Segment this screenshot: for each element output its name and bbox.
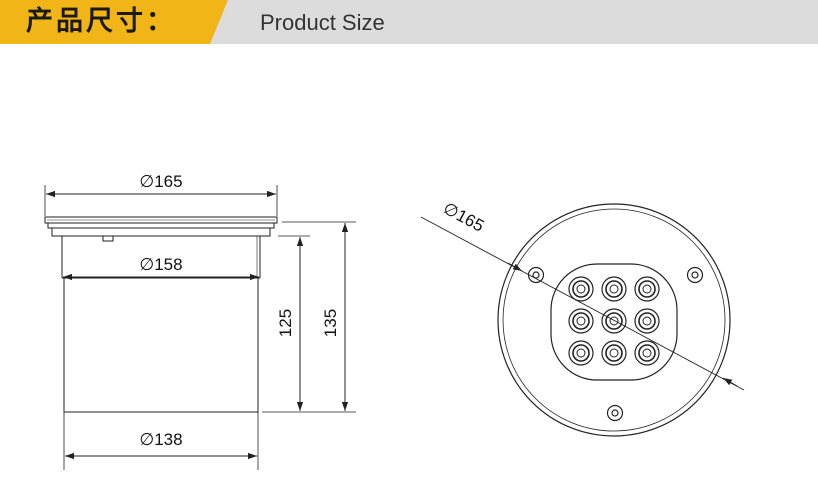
side-view: [44, 185, 356, 470]
led: [568, 340, 594, 366]
led: [634, 340, 660, 366]
led: [634, 276, 660, 302]
led: [601, 340, 627, 366]
header-accent-band: [0, 0, 228, 44]
label-body-height: 125: [276, 309, 295, 337]
screw: [527, 266, 545, 284]
screw: [686, 266, 704, 284]
led: [634, 308, 660, 334]
dim-line-top-view-diameter: [420, 216, 745, 391]
inner-ring: [502, 208, 726, 432]
top-flange: [44, 216, 278, 229]
led: [568, 276, 594, 302]
screw: [606, 404, 624, 422]
label-body-top-diameter: ∅158: [139, 255, 182, 274]
label-top-diameter: ∅165: [139, 172, 182, 191]
label-bottom-diameter: ∅138: [139, 430, 182, 449]
led: [601, 276, 627, 302]
label-total-height: 135: [321, 309, 340, 337]
label-top-view-diameter: ∅165: [440, 199, 487, 236]
lamp-body: [63, 278, 259, 413]
top-view: [420, 203, 745, 437]
led: [568, 308, 594, 334]
section-title-english: Product Size: [260, 10, 385, 35]
section-title-chinese: 产品尺寸：: [26, 6, 176, 37]
section-header: 产品尺寸： Product Size: [0, 0, 818, 44]
outer-ring: [497, 203, 731, 437]
led: [601, 308, 627, 334]
